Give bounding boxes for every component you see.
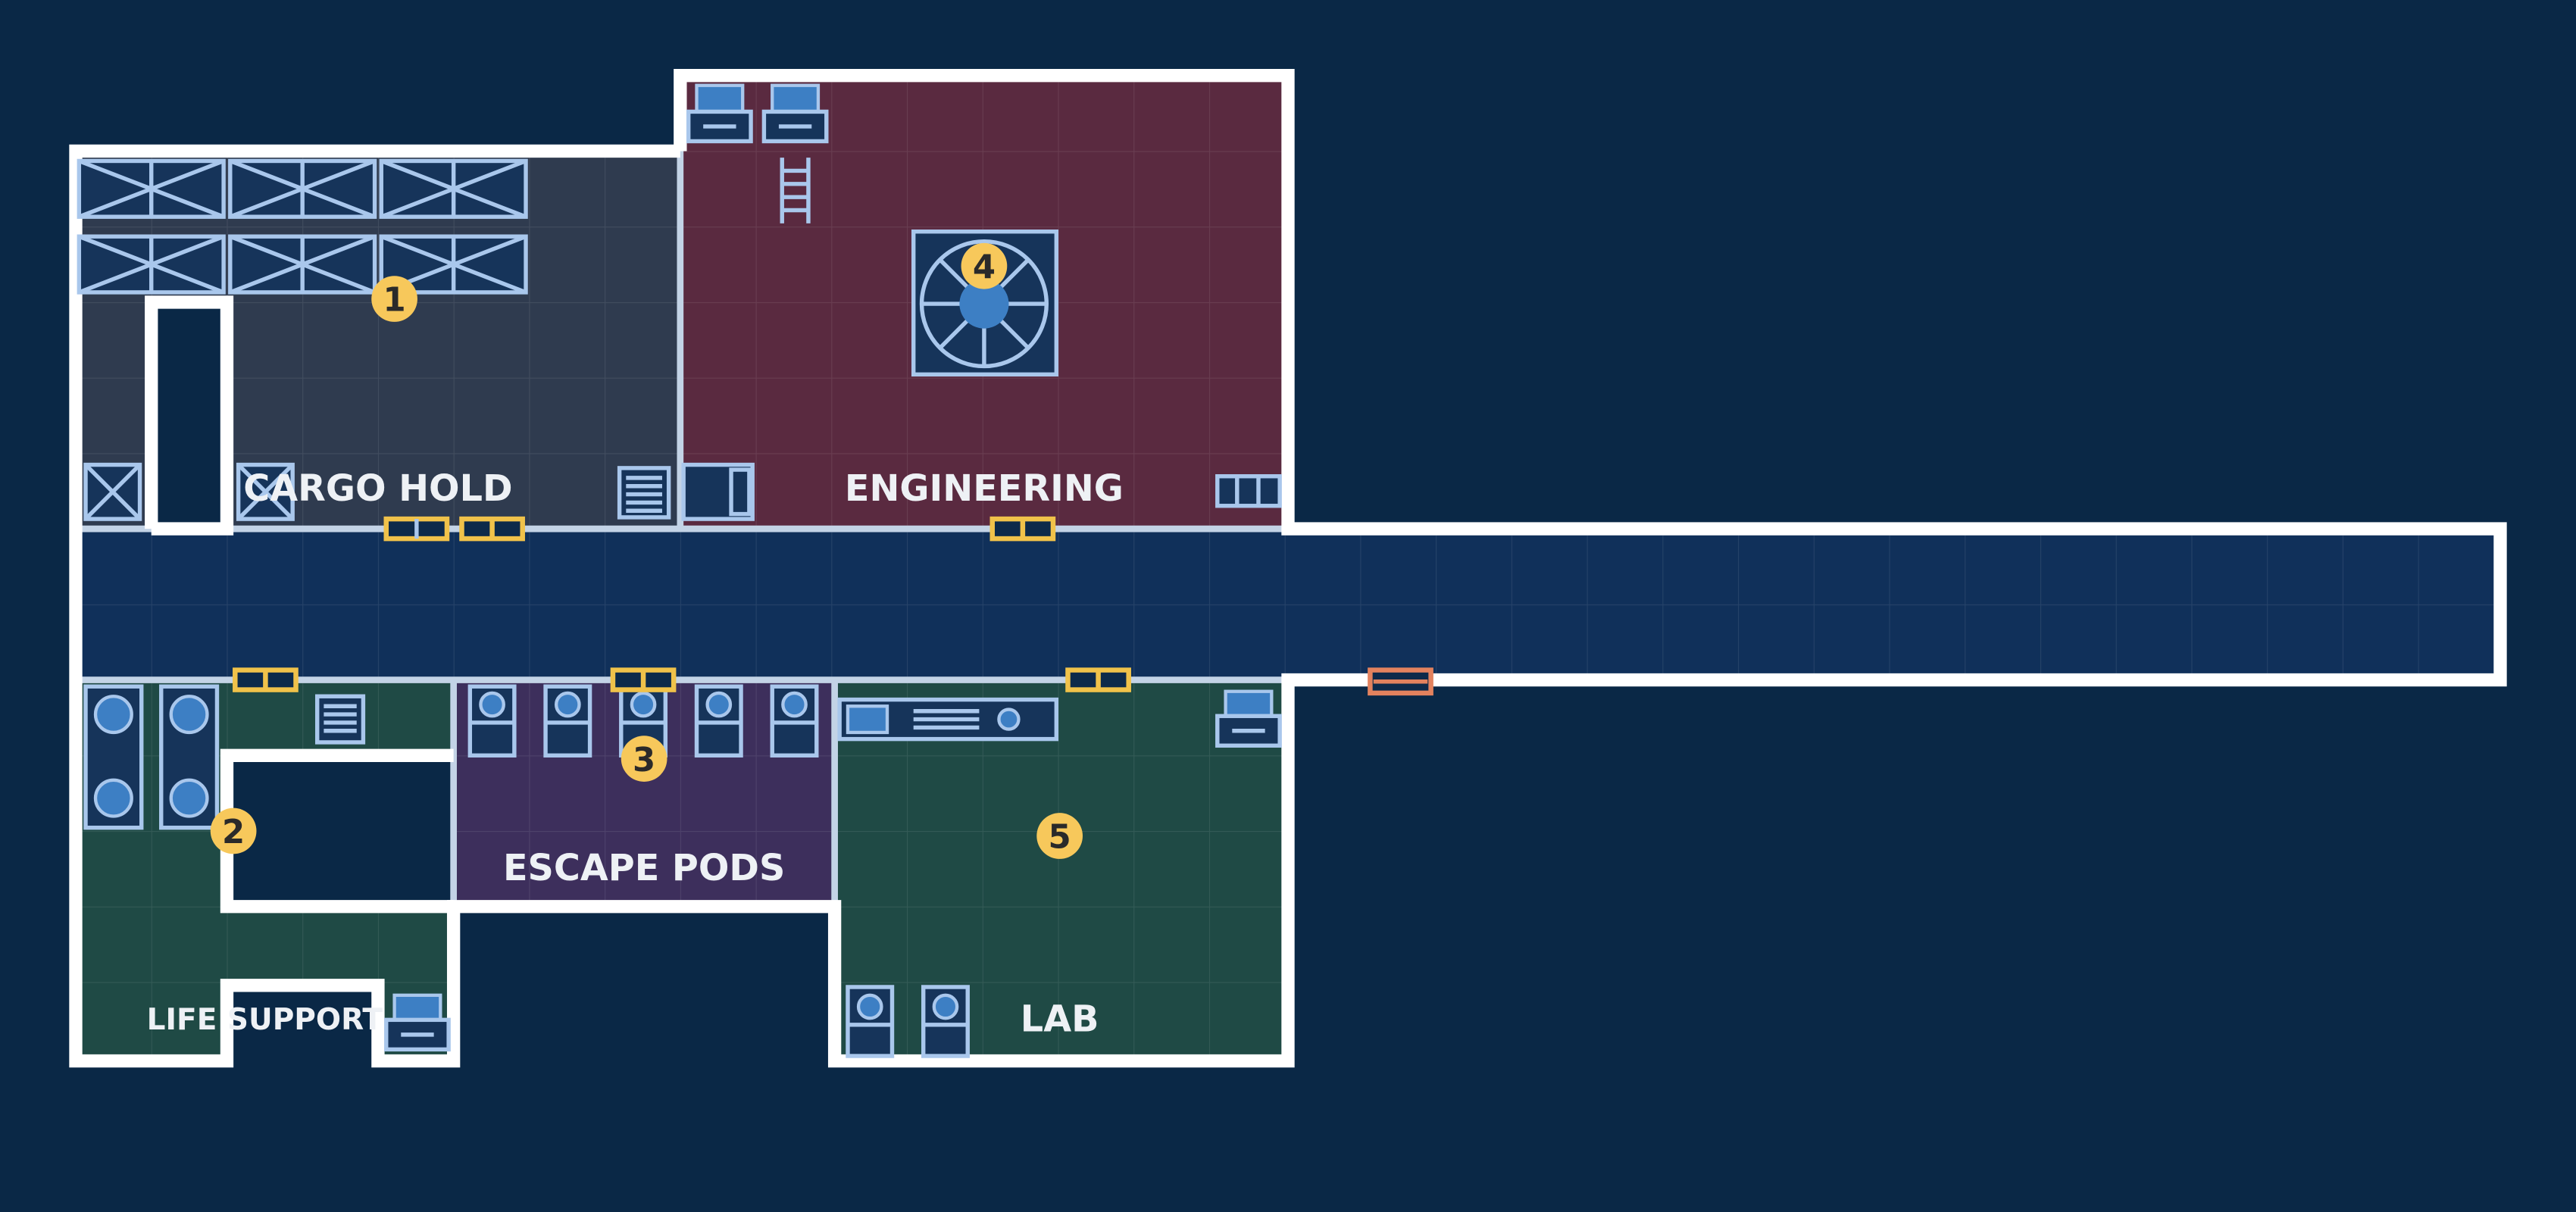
door[interactable] [459,516,525,542]
specimen-pod [921,985,970,1058]
door[interactable] [383,516,450,542]
location-marker-4[interactable]: 4 [961,242,1008,289]
crate [77,234,226,295]
svg-text:1: 1 [383,282,406,320]
locked-door[interactable] [1368,667,1433,696]
svg-text:2: 2 [222,814,245,851]
location-markers: 1 2 3 4 5 [210,242,1083,859]
storage-locker [681,462,755,521]
location-marker-1[interactable]: 1 [371,276,417,322]
small-crate [236,462,295,521]
svg-text:4: 4 [973,248,996,286]
svg-text:3: 3 [633,742,655,779]
crate [379,158,528,219]
lab-workbench [837,697,1059,742]
lab-fixtures [837,689,1282,1058]
crate [228,158,377,219]
specimen-pod [846,985,895,1058]
location-marker-5[interactable]: 5 [1036,813,1083,859]
escape-pod [770,684,819,758]
door[interactable] [989,516,1056,542]
room-label-cargo-hold: CARGO HOLD [243,468,512,510]
door[interactable] [233,667,299,692]
oxygen-tank [159,684,220,830]
console-terminal [686,83,753,144]
small-crate [83,462,142,521]
escape-pod [694,684,743,758]
battery-rack [1215,474,1282,508]
crate [77,158,226,219]
svg-text:5: 5 [1049,819,1071,857]
room-label-life-support: LIFE SUPPORT [147,1003,383,1037]
location-marker-3[interactable]: 3 [621,736,667,782]
door[interactable] [610,667,677,692]
reactor-fan-icon [911,229,1059,377]
room-label-lab: LAB [1021,999,1099,1041]
location-marker-2[interactable]: 2 [210,807,257,854]
vent-grate [314,694,366,745]
exterior-mask [65,65,2521,1074]
vent-grate [617,466,671,520]
escape-pod [467,684,517,758]
room-labels: CARGO HOLD ENGINEERING ESCAPE PODS LIFE … [147,468,1124,1040]
ladder [780,158,811,223]
room-label-engineering: ENGINEERING [845,468,1124,510]
engineering-fixtures [681,83,1282,521]
room-label-escape-pods: ESCAPE PODS [503,848,785,889]
escape-pod [543,684,592,758]
crate [228,234,377,295]
console-terminal [384,993,451,1052]
escape-pod-bays [467,684,819,758]
cargo-crates [77,158,671,521]
door[interactable] [1065,667,1131,692]
console-terminal [1215,689,1282,748]
console-terminal [761,83,829,144]
oxygen-tank [83,684,144,830]
doors [233,516,1433,696]
life-support-fixtures [83,684,451,1052]
